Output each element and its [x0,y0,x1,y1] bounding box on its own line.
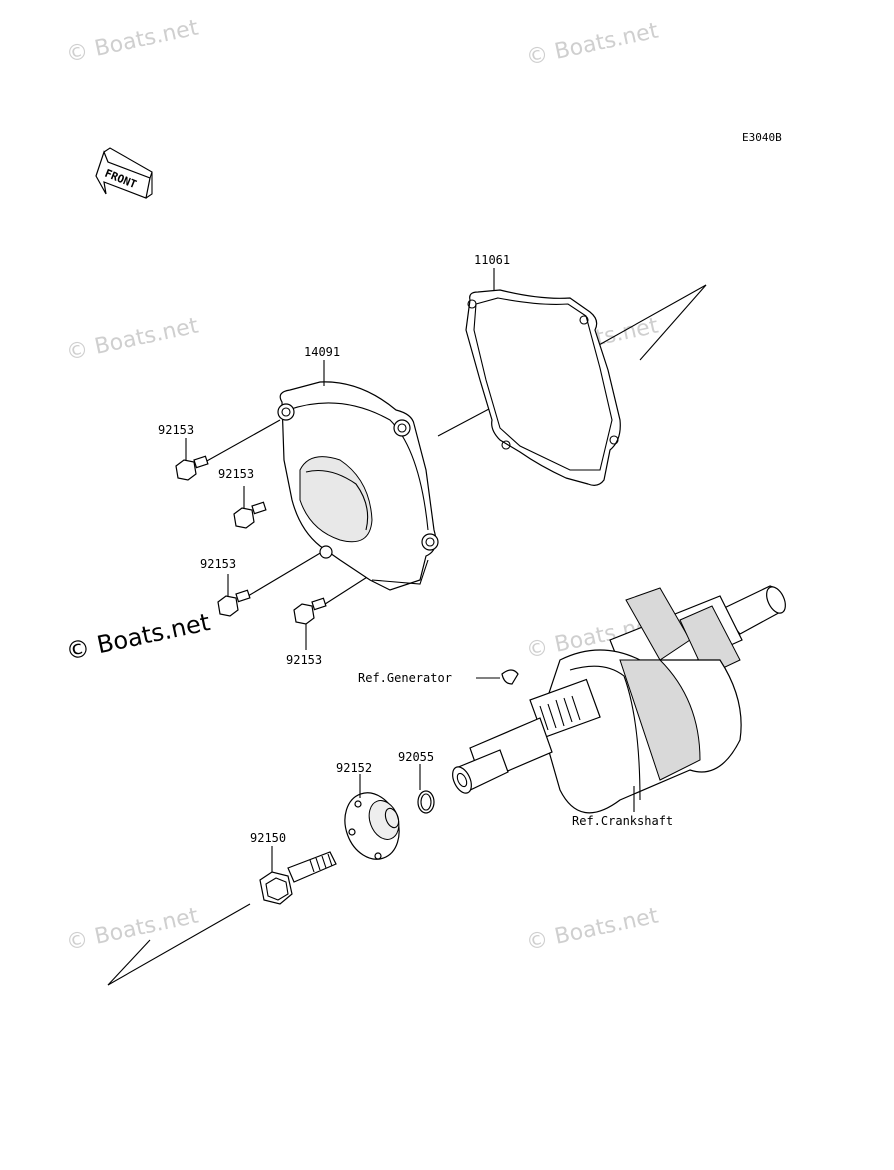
watermark: © Boats.net [64,15,201,67]
crankshaft[interactable] [449,584,789,814]
bolt-92153[interactable] [293,597,327,625]
watermark: © Boats.net [524,903,661,955]
leader-line [247,551,323,597]
part-label-92153-d: 92153 [286,653,322,667]
part-label-92152: 92152 [336,761,372,775]
diagram-code: E3040B [742,131,782,144]
watermark-dark: © Boats.net [63,608,212,666]
part-label-92055: 92055 [398,750,434,764]
bolt-92153[interactable] [175,455,209,481]
axis-line [107,939,151,986]
flange-92152[interactable] [336,785,408,867]
part-label-92153-c: 92153 [200,557,236,571]
axis-line [107,903,251,986]
front-arrow-icon: FRONT [95,147,153,199]
ref-crankshaft-label: Ref.Crankshaft [572,814,673,828]
ref-generator-label: Ref.Generator [358,671,452,685]
axis-line [589,284,707,351]
part-label-92153-a: 92153 [158,423,194,437]
bolt-92153[interactable] [233,501,267,529]
woodruff-key [501,669,519,685]
part-label-92150: 92150 [250,831,286,845]
watermark: © Boats.net [64,903,201,955]
o-ring-inner [420,793,432,811]
leader-line [204,419,281,463]
flange-bolt-92150[interactable] [259,851,337,905]
bolt-92153[interactable] [217,589,251,617]
cover-14091[interactable] [277,381,439,591]
watermark: © Boats.net [524,18,661,70]
part-label-11061: 11061 [474,253,510,267]
axis-line [639,284,707,361]
part-label-14091: 14091 [304,345,340,359]
gasket-11061[interactable] [465,289,621,486]
part-label-92153-b: 92153 [218,467,254,481]
watermark: © Boats.net [64,313,201,365]
